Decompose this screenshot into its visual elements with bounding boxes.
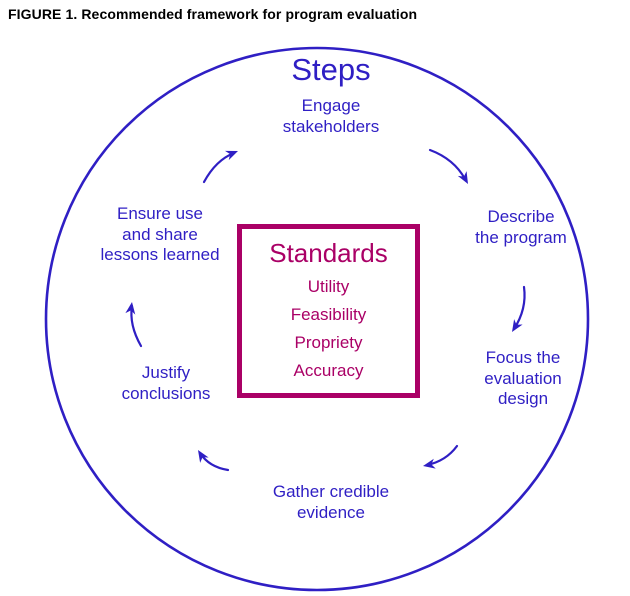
standards-item-utility: Utility xyxy=(307,277,350,296)
arrow-ensure-to-engage-icon xyxy=(202,150,238,184)
step-justify-conclusions: Justify conclusions xyxy=(121,363,211,403)
step-gather-credible-evidence: Gather credible evidence xyxy=(272,482,390,522)
figure-title: FIGURE 1. Recommended framework for prog… xyxy=(8,6,418,22)
arrow-justify-to-ensure-icon xyxy=(125,302,143,348)
step-describe-the-program: Describe the program xyxy=(475,207,567,247)
cycle-circle xyxy=(44,46,590,592)
step-focus-evaluation-design: Focus the evaluation design xyxy=(484,348,562,409)
arrow-focus-to-gather-icon xyxy=(423,444,459,469)
standards-box: Standards Utility Feasibility Propriety … xyxy=(237,224,420,398)
step-engage-stakeholders: Engage stakeholders xyxy=(282,96,380,136)
arrow-gather-to-justify-icon xyxy=(198,450,230,472)
arrow-describe-to-focus-icon xyxy=(512,285,526,332)
step-ensure-use-share-lessons: Ensure use and share lessons learned xyxy=(100,204,220,265)
standards-title: Standards xyxy=(269,238,388,268)
standards-item-accuracy: Accuracy xyxy=(293,361,364,380)
cycle-title: Steps xyxy=(291,52,371,87)
arrow-engage-to-describe-icon xyxy=(428,148,468,184)
standards-item-propriety: Propriety xyxy=(294,333,363,352)
standards-item-feasibility: Feasibility xyxy=(290,305,367,324)
